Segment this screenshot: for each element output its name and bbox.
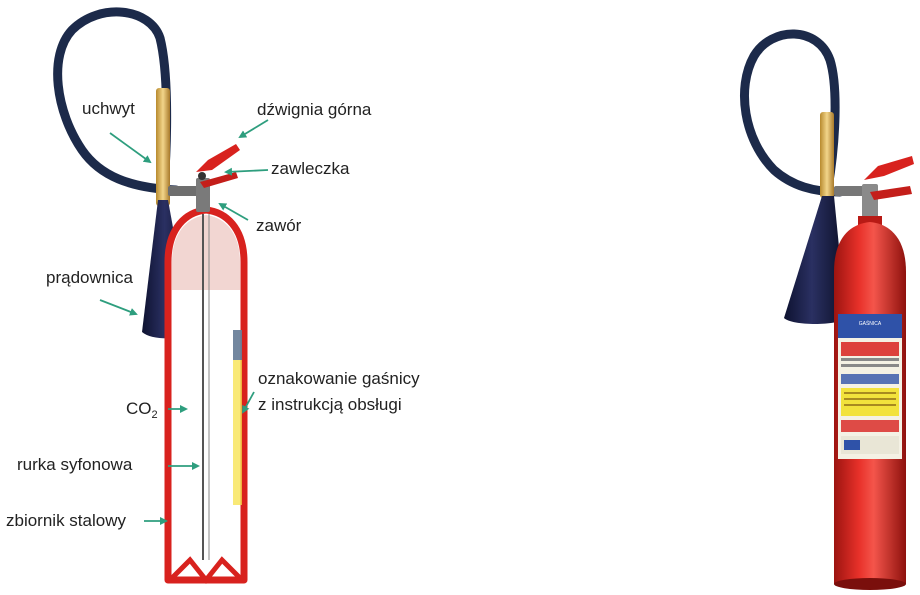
label-rurka-syfonowa: rurka syfonowa xyxy=(17,455,132,475)
label-plate-title: GAŚNICA xyxy=(859,319,882,327)
label-pradownica: prądownica xyxy=(46,268,133,288)
label-co2-subscript: 2 xyxy=(152,409,158,421)
instruction-label-plate: GAŚNICA xyxy=(838,314,902,459)
label-zbiornik-stalowy: zbiornik stalowy xyxy=(6,511,126,531)
label-oznakowanie-line1: oznakowanie gaśnicy xyxy=(258,369,420,389)
handle-tube xyxy=(156,88,170,206)
label-zawor: zawór xyxy=(256,216,301,236)
arrow-dzwignia xyxy=(240,120,268,137)
arrow-zawleczka xyxy=(226,170,268,172)
label-uchwyt: uchwyt xyxy=(82,99,135,119)
fire-extinguisher-photo: GAŚNICA xyxy=(744,34,914,590)
label-oznakowanie-line2: z instrukcją obsługi xyxy=(258,395,402,415)
label-dzwignia-gorna: dźwignia górna xyxy=(257,100,371,120)
label-co2-main: CO xyxy=(126,399,152,418)
photo-handle-tube xyxy=(820,112,834,198)
valve-coupling xyxy=(168,186,198,196)
label-zawleczka: zawleczka xyxy=(271,159,349,179)
arrow-uchwyt xyxy=(110,133,150,162)
photo-top-lever xyxy=(864,156,914,180)
arrow-pradownica xyxy=(100,300,136,314)
fire-extinguisher-cutaway xyxy=(58,12,244,580)
label-co2: CO2 xyxy=(126,399,158,425)
top-lever xyxy=(196,144,240,172)
